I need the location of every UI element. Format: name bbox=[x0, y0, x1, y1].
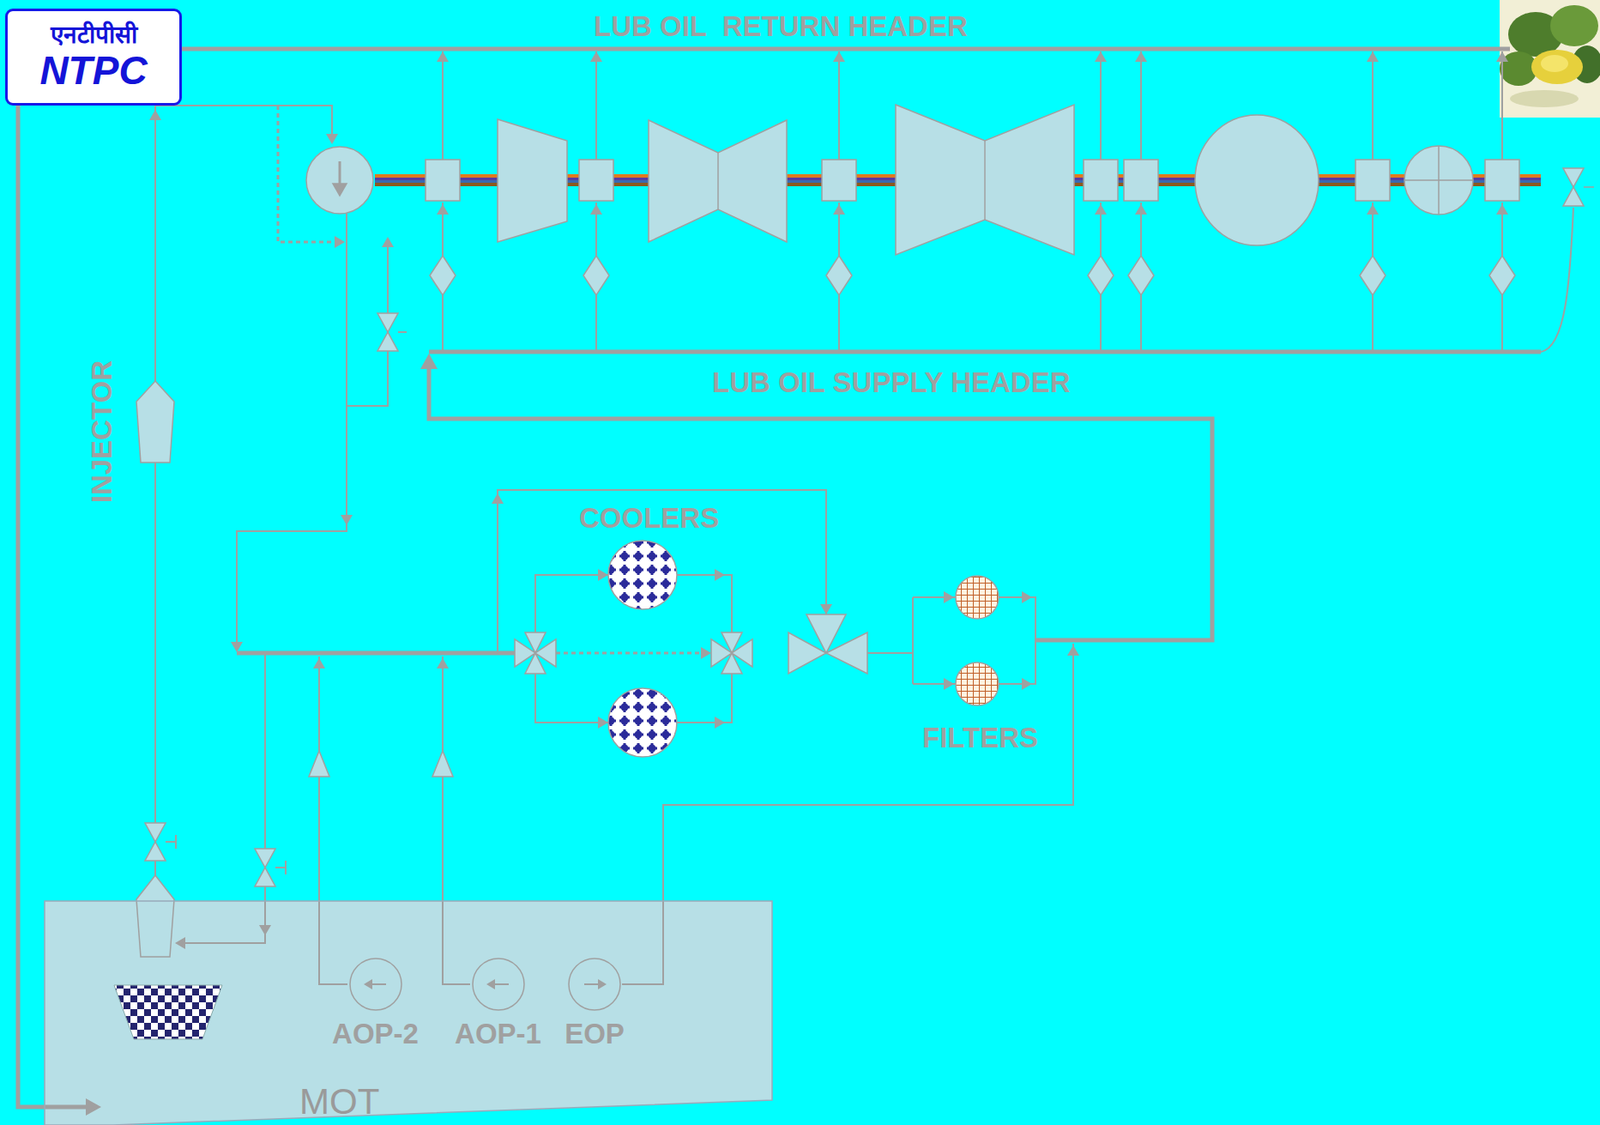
oil-tank: MOT AOP-2 AOP-1 EOP bbox=[44, 900, 773, 1125]
flow-arrows bbox=[85, 51, 1509, 1116]
pump-circle: AOP-2 bbox=[328, 956, 423, 1050]
logo-box: एनटीपीसीNTPC bbox=[5, 8, 182, 106]
oil-piping bbox=[155, 51, 1503, 985]
picture-corner bbox=[1499, 0, 1600, 118]
part-label: COOLERS bbox=[579, 502, 719, 534]
header-label: LUB OIL SUPPLY HEADER bbox=[712, 367, 1070, 399]
tank-label: MOT bbox=[299, 1083, 380, 1120]
pump-label-holder: AOP-2 bbox=[328, 956, 423, 1050]
tank-border bbox=[44, 900, 773, 1125]
part-label: FILTERS bbox=[922, 722, 1039, 754]
logo-text: NTPC bbox=[39, 48, 147, 93]
headers bbox=[18, 48, 1574, 1107]
valves bbox=[144, 313, 868, 887]
pump-circle: AOP-1 bbox=[451, 956, 545, 1050]
pump-symbol bbox=[567, 956, 622, 1012]
pump-label-holder: EOP bbox=[561, 956, 628, 1050]
filters bbox=[955, 575, 999, 706]
pump-symbol bbox=[470, 956, 526, 1012]
bearing-orifices bbox=[429, 255, 1516, 296]
pump-label: AOP-1 bbox=[454, 1018, 542, 1050]
pump-label-holder: AOP-1 bbox=[451, 956, 545, 1050]
part-label: INJECTOR bbox=[86, 360, 118, 503]
pump-label: EOP bbox=[564, 1018, 625, 1050]
pump-symbol bbox=[348, 956, 404, 1012]
pump-label: AOP-2 bbox=[332, 1018, 419, 1050]
coolers bbox=[608, 540, 677, 757]
tank-outline bbox=[44, 900, 773, 1125]
logo-script: एनटीपीसी bbox=[50, 22, 138, 49]
header-label: LUB OIL RETURN HEADER bbox=[593, 11, 968, 43]
strainer bbox=[114, 984, 223, 1039]
turbine-train bbox=[306, 104, 1594, 255]
pump-circle: EOP bbox=[561, 956, 628, 1050]
injectors bbox=[136, 380, 175, 957]
